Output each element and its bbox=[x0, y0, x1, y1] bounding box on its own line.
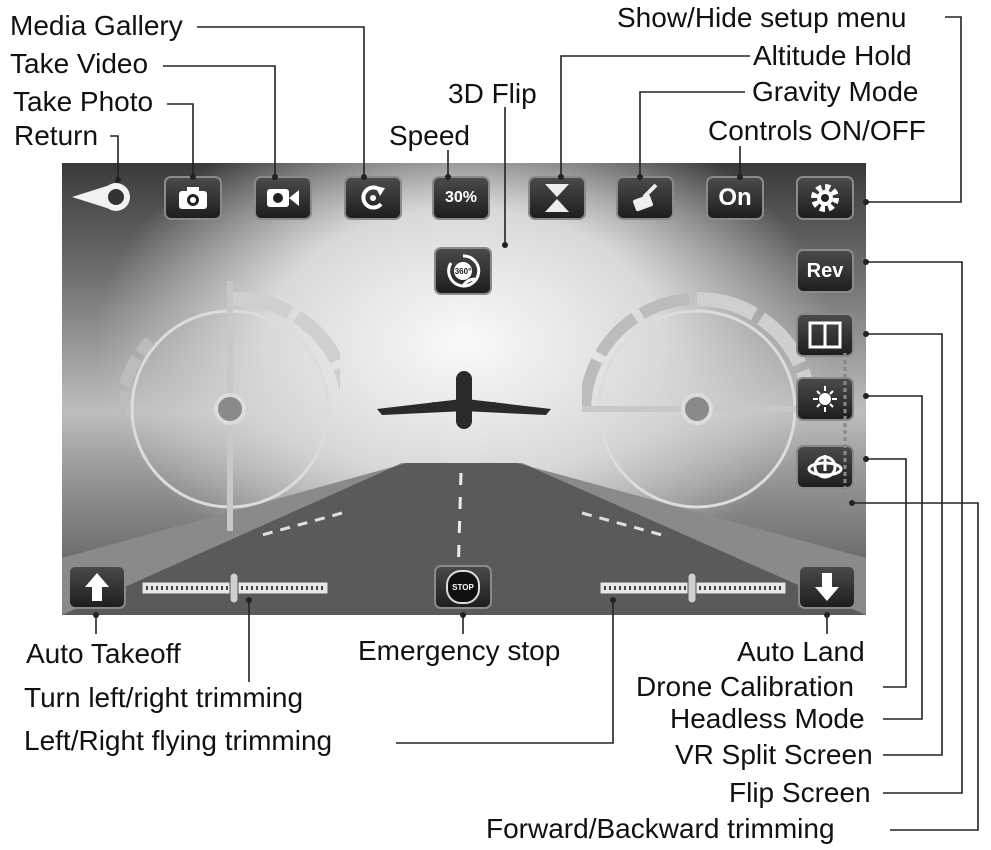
gravity-mode-button[interactable] bbox=[616, 176, 674, 220]
label-media-gallery: Media Gallery bbox=[10, 10, 183, 41]
label-drone-calibration: Drone Calibration bbox=[636, 671, 854, 702]
arrow-down-icon bbox=[815, 573, 839, 601]
turn-trim-slider[interactable] bbox=[142, 571, 328, 605]
label-auto-takeoff: Auto Takeoff bbox=[26, 638, 181, 669]
label-3d-flip: 3D Flip bbox=[448, 78, 537, 109]
runway-background bbox=[62, 371, 866, 615]
gear-icon bbox=[811, 184, 839, 212]
video-camera-icon bbox=[267, 189, 299, 207]
setup-menu-button[interactable] bbox=[796, 176, 854, 220]
back-arrow-icon bbox=[72, 183, 130, 211]
label-take-photo: Take Photo bbox=[13, 86, 154, 117]
vr-split-screen-button[interactable] bbox=[796, 313, 854, 357]
auto-land-button[interactable] bbox=[798, 565, 856, 609]
forward-backward-trim-slider[interactable] bbox=[838, 353, 852, 513]
take-video-button[interactable] bbox=[254, 176, 312, 220]
tilt-phone-icon bbox=[633, 183, 658, 212]
altitude-hold-button[interactable] bbox=[528, 176, 586, 220]
camera-icon bbox=[179, 187, 207, 209]
speed-button[interactable]: 30% bbox=[432, 176, 490, 220]
label-show-hide-setup-menu: Show/Hide setup menu bbox=[617, 2, 907, 33]
label-controls-on-off: Controls ON/OFF bbox=[708, 115, 926, 146]
flip-360-icon: 360° bbox=[447, 254, 481, 288]
airplane-image bbox=[377, 371, 551, 429]
take-photo-button[interactable] bbox=[164, 176, 222, 220]
label-gravity-mode: Gravity Mode bbox=[752, 76, 919, 107]
flip-screen-button[interactable]: Rev bbox=[796, 249, 854, 293]
label-emergency-stop: Emergency stop bbox=[358, 635, 561, 666]
label-fwd-bwd-trimming: Forward/Backward trimming bbox=[486, 813, 835, 844]
drone-control-screen: 30% On 360° Rev bbox=[62, 163, 866, 615]
headless-orbit-icon bbox=[807, 455, 843, 479]
label-auto-land: Auto Land bbox=[737, 636, 865, 667]
label-altitude-hold: Altitude Hold bbox=[753, 40, 912, 71]
refresh-icon bbox=[361, 185, 385, 210]
label-flip-screen: Flip Screen bbox=[729, 777, 871, 808]
label-vr-split-screen: VR Split Screen bbox=[675, 739, 873, 770]
label-headless-mode: Headless Mode bbox=[670, 703, 865, 734]
compass-calibration-icon bbox=[813, 386, 837, 412]
return-button[interactable] bbox=[70, 177, 132, 217]
label-speed: Speed bbox=[389, 120, 470, 151]
label-lr-flying-trimming: Left/Right flying trimming bbox=[24, 725, 333, 756]
flip-360-label: 360° bbox=[455, 267, 472, 276]
auto-takeoff-button[interactable] bbox=[68, 565, 126, 609]
arrow-up-icon bbox=[85, 573, 109, 601]
hourglass-icon bbox=[545, 184, 569, 212]
split-screen-icon bbox=[808, 321, 842, 349]
media-gallery-button[interactable] bbox=[344, 176, 402, 220]
emergency-stop-button[interactable]: STOP bbox=[434, 565, 492, 609]
left-right-trim-slider[interactable] bbox=[600, 571, 786, 605]
right-joystick[interactable] bbox=[582, 281, 822, 531]
label-return: Return bbox=[14, 120, 99, 151]
label-take-video: Take Video bbox=[10, 48, 149, 79]
stop-icon: STOP bbox=[446, 570, 480, 604]
label-turn-trimming: Turn left/right trimming bbox=[24, 682, 304, 713]
controls-toggle-button[interactable]: On bbox=[706, 176, 764, 220]
left-joystick[interactable] bbox=[120, 281, 340, 531]
3d-flip-button[interactable]: 360° bbox=[434, 247, 492, 295]
